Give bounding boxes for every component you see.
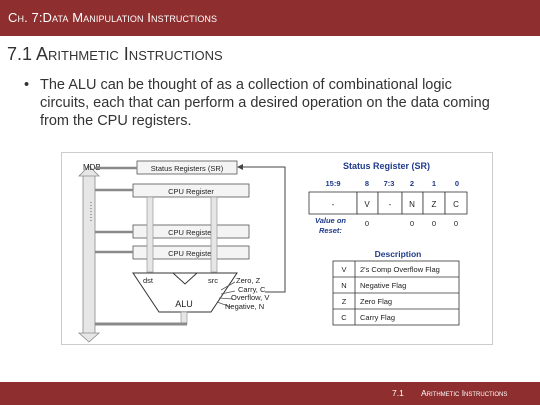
bullet-text: The ALU can be thought of as a collectio… [40, 77, 490, 129]
mdb-arrow-top [78, 165, 100, 177]
bullet-dot: • [24, 77, 30, 93]
dst-bus [146, 196, 154, 273]
flag-letter: V [341, 265, 346, 274]
footer-bar: 7.1 Arithmetic Instructions [0, 382, 540, 405]
bit-cell [444, 191, 468, 215]
status-register-table: Status Register (SR) 15:9 8 7:3 2 1 0 - … [308, 161, 468, 235]
bit-header: 1 [432, 179, 436, 188]
flag-letter: N [341, 281, 346, 290]
flag-line [218, 297, 234, 300]
feedback-line [241, 166, 286, 293]
reset-label: Value on [315, 216, 346, 225]
status-registers-label: Status Registers (SR) [151, 164, 224, 173]
alu-label: ALU [175, 299, 193, 309]
bit-header: 8 [365, 179, 369, 188]
cpu-register-label: CPU Register [168, 228, 214, 237]
header-bar: Ch. 7:Data Manipulation Instructions [0, 0, 540, 36]
bit-header: 2 [410, 179, 414, 188]
flag-out-overflow: Overflow, V [231, 293, 269, 302]
status-register-title: Status Register (SR) [343, 161, 430, 171]
description-header: Description [375, 249, 422, 259]
bit-header: 7:3 [384, 179, 395, 188]
bit-cell-text: Z [432, 200, 437, 209]
alu-status-register-figure: MDB Status Registers (SR) CPU Register C… [61, 152, 493, 345]
flag-description: Carry Flag [360, 313, 395, 322]
flag-out-zero: Zero, Z [236, 276, 261, 285]
bit-cell-text: V [364, 200, 370, 209]
flag-description: Negative Flag [360, 281, 406, 290]
cpu-register-label: CPU Register [168, 187, 214, 196]
footer-section-title: Arithmetic Instructions [421, 388, 508, 398]
reset-value: 0 [432, 219, 436, 228]
bullet-item: • The ALU can be thought of as a collect… [24, 76, 494, 130]
mdb-bus [82, 172, 96, 336]
bit-cell-text: N [409, 200, 415, 209]
reset-label: Reset: [319, 226, 342, 235]
bit-cell-text: - [389, 200, 392, 209]
block-diagram: MDB Status Registers (SR) CPU Register C… [77, 160, 286, 343]
flag-line [220, 281, 236, 291]
flag-out-carry: Carry, C [238, 285, 266, 294]
chapter-title: Ch. 7:Data Manipulation Instructions [8, 10, 218, 25]
alu-notch [171, 272, 199, 285]
flag-description: Zero Flag [360, 297, 392, 306]
reset-value: 0 [365, 219, 369, 228]
dst-label: dst [143, 276, 154, 285]
flag-letter: Z [342, 297, 347, 306]
src-bus [210, 196, 218, 273]
footer-section-number: 7.1 [392, 388, 404, 398]
flag-line [220, 290, 236, 295]
src-label: src [208, 276, 218, 285]
flag-letter: C [341, 313, 347, 322]
reset-value: 0 [454, 219, 458, 228]
flag-description-table: Description V 2's Comp Overflow Flag N N… [332, 249, 460, 326]
mdb-arrow-bottom [77, 332, 101, 343]
feedback-arrow [237, 164, 243, 170]
flag-out-negative: Negative, N [225, 302, 264, 311]
alu-shape [132, 272, 238, 313]
alu-output-bus [180, 311, 188, 325]
bit-header: 15:9 [325, 179, 340, 188]
flag-description: 2's Comp Overflow Flag [360, 265, 440, 274]
bit-cell-text: C [453, 200, 459, 209]
reset-value: 0 [410, 219, 414, 228]
mdb-label: MDB [83, 163, 101, 172]
cpu-register-label: CPU Register [168, 249, 214, 258]
bit-header: 0 [455, 179, 459, 188]
bit-cell-text: - [332, 200, 335, 209]
section-title: 7.1 Arithmetic Instructions [7, 44, 223, 64]
flag-line [216, 301, 232, 308]
